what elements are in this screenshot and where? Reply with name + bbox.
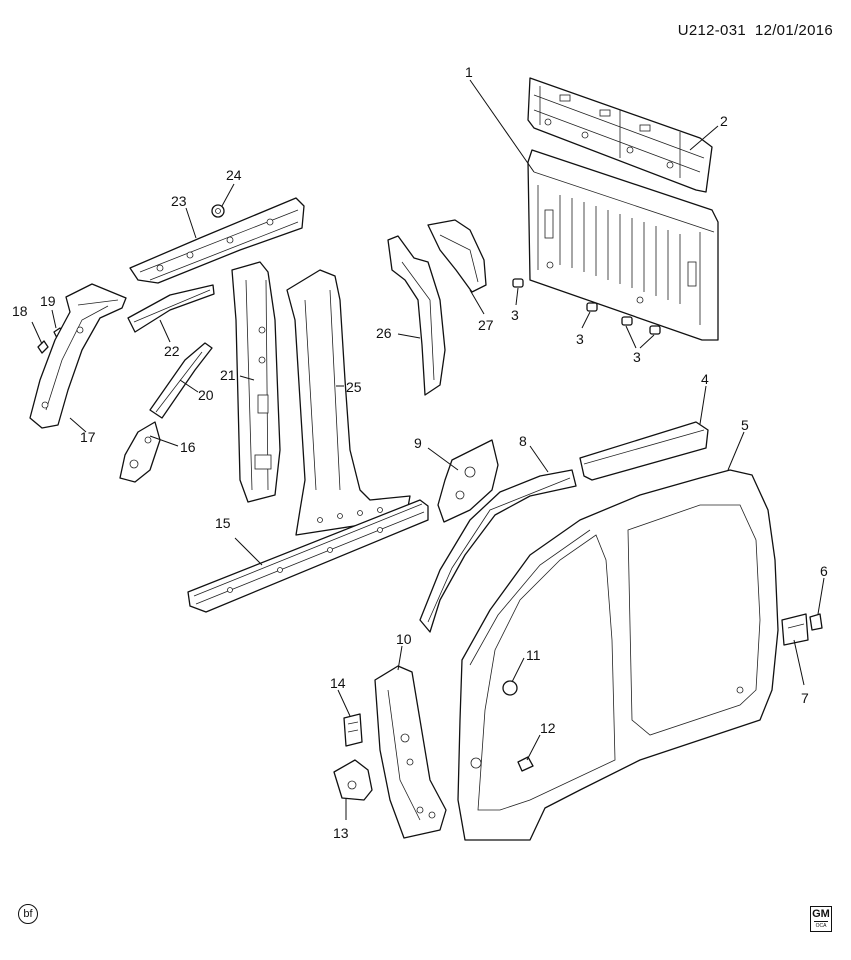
part-27-c-pillar-reinforcement	[427, 219, 487, 293]
leader-26	[397, 333, 421, 339]
diagram-header: U212-031 12/01/2016	[678, 22, 833, 39]
callout-12: 12	[540, 720, 556, 736]
part-15-rocker-panel	[187, 499, 429, 613]
callout-19: 19	[40, 293, 56, 309]
brand-logo: GM OCA	[810, 906, 832, 932]
callouts: 1 2 3 3 3 3 4 5 6 7 8 9 10 11 12 13 14	[12, 64, 828, 841]
callout-18: 18	[12, 303, 28, 319]
callout-22: 22	[164, 343, 180, 359]
part-6-fastener	[809, 613, 823, 631]
part-22-rail-reinforcement	[127, 284, 215, 333]
leader-18	[31, 321, 43, 345]
callout-27: 27	[478, 317, 494, 333]
callout-3b: 3	[576, 331, 584, 347]
leader-9	[427, 447, 459, 471]
leader-20	[179, 379, 199, 393]
callout-3c: 3	[633, 349, 641, 365]
callout-5: 5	[741, 417, 749, 433]
leader-14	[337, 689, 351, 717]
leader-21	[239, 375, 255, 381]
leader-3b	[581, 311, 591, 329]
leader-22	[159, 319, 171, 343]
part-14-bracket	[343, 713, 363, 747]
leader-15	[234, 537, 263, 566]
brand-logo-divider	[814, 921, 828, 922]
callout-3a: 3	[511, 307, 519, 323]
leader-3c	[625, 325, 637, 349]
leader-3d	[639, 334, 655, 349]
callout-9: 9	[414, 435, 422, 451]
leader-2	[689, 125, 719, 151]
callout-25: 25	[346, 379, 362, 395]
part-25-b-pillar-outer	[286, 269, 411, 536]
callout-17: 17	[80, 429, 96, 445]
leader-19	[51, 309, 57, 329]
callout-4: 4	[701, 371, 709, 387]
leader-23	[185, 207, 197, 239]
leader-8	[529, 445, 549, 473]
diagram-date: 12/01/2016	[754, 22, 833, 39]
part-18-clip	[37, 340, 49, 354]
brand-logo-bottom: OCA	[815, 923, 827, 929]
part-13-hinge-bracket	[333, 759, 373, 801]
part-5-body-side-outer	[457, 469, 779, 841]
callout-13: 13	[333, 825, 349, 841]
part-10-hinge-pillar	[374, 665, 447, 839]
callout-1: 1	[465, 64, 473, 80]
callout-15: 15	[215, 515, 231, 531]
part-7-bracket	[781, 613, 809, 646]
leader-5	[727, 431, 745, 471]
part-26-c-pillar-inner	[387, 235, 446, 396]
part-4-roof-rail-rear	[579, 421, 709, 481]
leader-16	[149, 435, 179, 447]
callout-8: 8	[519, 433, 527, 449]
part-9-lower-bracket	[437, 439, 499, 523]
leader-4	[699, 385, 707, 425]
callout-21: 21	[220, 367, 236, 383]
callout-16: 16	[180, 439, 196, 455]
part-1-back-panel	[527, 149, 719, 341]
leader-6	[817, 577, 825, 615]
part-12-plug	[517, 756, 534, 772]
leader-7	[793, 639, 805, 686]
callout-14: 14	[330, 675, 346, 691]
callout-24: 24	[226, 167, 242, 183]
part-3-clips	[512, 278, 661, 335]
part-23-roof-side-rail	[129, 197, 305, 284]
part-21-b-pillar-inner	[231, 261, 281, 503]
part-24-nut	[211, 204, 225, 218]
callout-11: 11	[526, 647, 541, 663]
callout-6: 6	[820, 563, 828, 579]
leader-3a	[515, 287, 519, 306]
leader-17	[69, 417, 87, 433]
leader-12	[526, 734, 541, 761]
leader-1	[469, 79, 535, 173]
callout-2: 2	[720, 113, 728, 129]
callout-7: 7	[801, 690, 809, 706]
callout-26: 26	[376, 325, 392, 341]
part-16-lower-bracket	[119, 421, 161, 483]
callout-20: 20	[198, 387, 214, 403]
part-11-plug	[502, 680, 518, 696]
leader-11	[511, 657, 525, 683]
callout-23: 23	[171, 193, 187, 209]
part-8-roof-rail-front	[419, 469, 577, 633]
leader-10	[397, 645, 403, 671]
callout-10: 10	[396, 631, 412, 647]
footer-code-badge: bf	[18, 904, 38, 924]
diagram-id: U212-031	[677, 22, 746, 39]
leader-24	[221, 183, 235, 207]
brand-logo-top: GM	[812, 908, 830, 920]
leader-27	[469, 289, 485, 315]
footer-code-text: bf	[23, 908, 33, 920]
part-17-a-pillar-upper	[29, 283, 127, 429]
